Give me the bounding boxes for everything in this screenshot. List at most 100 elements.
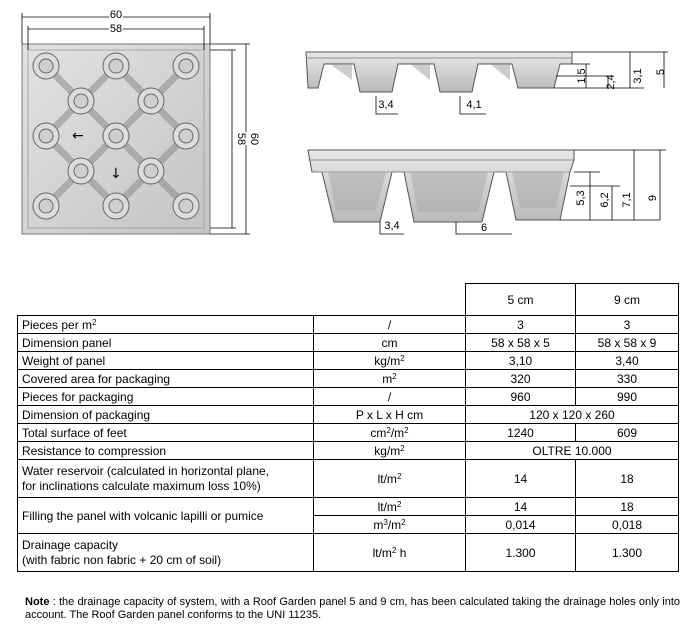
row-unit: lt/m2 h: [313, 533, 466, 572]
row-value-9cm: 609: [575, 423, 679, 442]
table-row: Dimension of packaging P x L x H cm 120 …: [17, 405, 679, 424]
row-unit: lt/m2: [313, 459, 466, 498]
row-unit: lt/m2: [313, 497, 466, 516]
spec-table: 5 cm 9 cm Pieces per m2 / 3 3 Dimension …: [17, 283, 679, 572]
row-value-5cm: 1.300: [465, 533, 576, 572]
table-row: Drainage capacity(with fabric non fabric…: [17, 533, 679, 572]
panel-cup-hole: [143, 163, 159, 179]
row-value-5cm: 960: [465, 387, 576, 406]
panel-cup-hole: [73, 93, 89, 109]
section-9cm: [307, 149, 575, 223]
row-value-9cm: 990: [575, 387, 679, 406]
row-value-9cm: 18: [575, 459, 679, 498]
panel-top-view: ← ↓: [21, 43, 211, 235]
row-value-5cm: 58 x 58 x 5: [465, 333, 576, 352]
row-value-9cm: 3,40: [575, 351, 679, 370]
section5-gap-width: 4,1: [466, 99, 481, 111]
row-label: Dimension of packaging: [17, 405, 314, 424]
table-row: Dimension panel cm 58 x 58 x 5 58 x 58 x…: [17, 333, 679, 352]
section9-height-4: 9: [647, 195, 659, 201]
panel-cup-hole: [178, 58, 194, 74]
panel-cup-hole: [38, 128, 54, 144]
footnote: Note : the drainage capacity of system, …: [25, 596, 680, 622]
table-row: Resistance to compression kg/m2 OLTRE 10…: [17, 441, 679, 460]
row-value-merged: 120 x 120 x 260: [465, 405, 679, 424]
row-unit: /: [313, 315, 466, 334]
panel-cup-hole: [108, 58, 124, 74]
row-unit: m2: [313, 369, 466, 388]
row-unit: cm: [313, 333, 466, 352]
header-5cm: 5 cm: [465, 283, 576, 316]
panel-cup-hole: [143, 93, 159, 109]
note-label: Note: [25, 596, 50, 608]
panel-cup-hole: [38, 58, 54, 74]
arrow-left-icon: ←: [72, 128, 84, 144]
table-row: Pieces per m2 / 3 3: [17, 315, 679, 334]
row-unit: P x L x H cm: [313, 405, 466, 424]
table-row: Filling the panel with volcanic lapilli …: [17, 497, 679, 534]
panel-cup-hole: [38, 198, 54, 214]
panel-cup-hole: [178, 128, 194, 144]
dim-inner-top: 58: [110, 23, 122, 35]
row-value-5cm: 14: [465, 459, 576, 498]
section5-height-4: 5: [655, 69, 667, 75]
arrow-down-icon: ↓: [110, 166, 122, 182]
row-unit: /: [313, 387, 466, 406]
panel-cup-hole: [108, 128, 124, 144]
row-label: Pieces for packaging: [17, 387, 314, 406]
row-unit: m3/m2: [313, 515, 466, 534]
row-value-9cm: 18: [575, 497, 679, 516]
panel-cup-hole: [108, 198, 124, 214]
section9-gap-width: 6: [481, 222, 487, 234]
panel-dimensions: [21, 13, 250, 235]
row-value-9cm: 0,018: [575, 515, 679, 534]
note-text: : the drainage capacity of system, with …: [25, 596, 680, 621]
row-value-5cm: 320: [465, 369, 576, 388]
table-row: m3/m2 0,014 0,018: [18, 515, 679, 534]
row-label: Total surface of feet: [17, 423, 314, 442]
panel-cup-hole: [73, 163, 89, 179]
section9-height-1: 5,3: [575, 190, 587, 205]
row-value-9cm: 330: [575, 369, 679, 388]
section5-foot-width: 3,4: [378, 99, 393, 111]
row-unit: kg/m2: [313, 351, 466, 370]
table-row: Covered area for packaging m2 320 330: [17, 369, 679, 388]
row-label: Dimension panel: [17, 333, 314, 352]
dim-outer-top: 60: [110, 9, 122, 21]
row-label: Water reservoir (calculated in horizonta…: [17, 459, 314, 498]
section9-height-2: 6,2: [599, 192, 611, 207]
dim-inner-side: 58: [235, 133, 247, 145]
row-value-5cm: 3: [465, 315, 576, 334]
header-9cm: 9 cm: [575, 283, 679, 316]
row-value-5cm: 14: [465, 497, 576, 516]
table-row: Water reservoir (calculated in horizonta…: [17, 459, 679, 498]
row-value-5cm: 0,014: [465, 515, 576, 534]
row-value-9cm: 58 x 58 x 9: [575, 333, 679, 352]
row-label: Pieces per m2: [17, 315, 314, 334]
row-label: Resistance to compression: [17, 441, 314, 460]
row-value-5cm: 3,10: [465, 351, 576, 370]
panel-cup-hole: [178, 198, 194, 214]
row-value-9cm: 3: [575, 315, 679, 334]
section-5cm: [305, 51, 573, 93]
section9-height-3: 7,1: [621, 192, 633, 207]
table-row: Pieces for packaging / 960 990: [17, 387, 679, 406]
table-header-row: 5 cm 9 cm: [18, 283, 679, 316]
dim-outer-side: 60: [248, 133, 260, 145]
row-label: Filling the panel with volcanic lapilli …: [17, 497, 314, 534]
row-value-9cm: 1.300: [575, 533, 679, 572]
row-unit: cm2/m2: [313, 423, 466, 442]
row-label: Weight of panel: [17, 351, 314, 370]
table-row: Weight of panel kg/m2 3,10 3,40: [17, 351, 679, 370]
row-label: Covered area for packaging: [17, 369, 314, 388]
row-unit: kg/m2: [313, 441, 466, 460]
section5-height-3: 3,1: [632, 68, 644, 83]
section9-foot-width: 3,4: [384, 220, 399, 232]
row-value-merged: OLTRE 10.000: [465, 441, 679, 460]
table-row: Total surface of feet cm2/m2 1240 609: [17, 423, 679, 442]
row-label: Drainage capacity(with fabric non fabric…: [17, 533, 314, 572]
technical-drawings: ← ↓ 60 58 58 60 3,4 4,1 1,5: [21, 8, 668, 235]
section5-height-2: 2,4: [605, 74, 617, 89]
section5-height-1: 1,5: [576, 68, 588, 83]
row-value-5cm: 1240: [465, 423, 576, 442]
